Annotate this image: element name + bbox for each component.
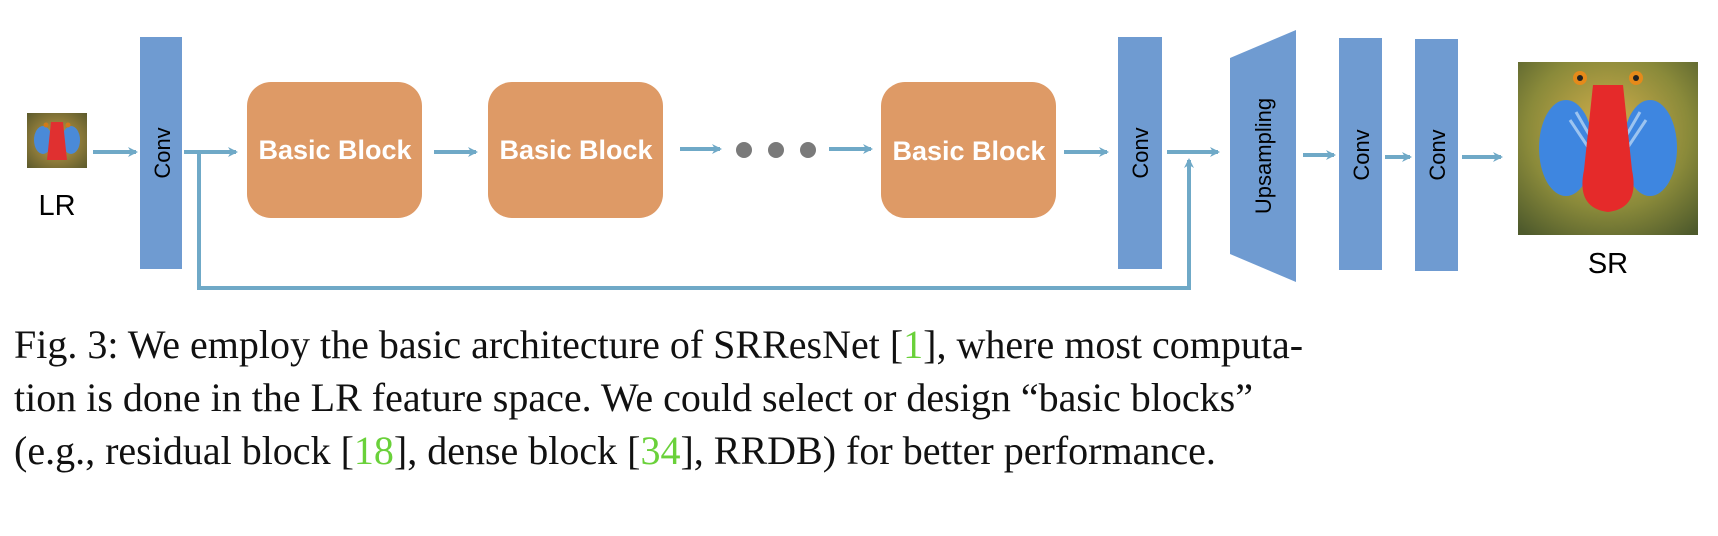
caption-text: ], where most computa-: [923, 322, 1304, 367]
caption-text: (e.g., residual block [: [14, 428, 354, 473]
citation-link[interactable]: 1: [903, 322, 924, 367]
citation-link[interactable]: 18: [353, 428, 394, 473]
caption-line-3: (e.g., residual block [18], dense block …: [14, 424, 1704, 477]
sr-output-image: [1518, 62, 1698, 235]
basic-block: [488, 82, 663, 218]
citation-link[interactable]: 34: [640, 428, 681, 473]
basic-block: [247, 82, 422, 218]
basic-block-label: Basic Block: [892, 136, 1046, 166]
caption-line-2: tion is done in the LR feature space. We…: [14, 375, 1253, 420]
conv-layer: [140, 37, 182, 269]
lr-label: LR: [38, 190, 75, 222]
figure-caption: Fig. 3: We employ the basic architecture…: [14, 318, 1704, 477]
caption-line-1: Fig. 3: We employ the basic architecture…: [14, 318, 1704, 371]
skip-connection: [197, 152, 1194, 290]
conv-layer: [1339, 38, 1382, 270]
sr-label: SR: [1588, 248, 1628, 280]
basic-block-label: Basic Block: [258, 135, 412, 165]
conv-label: Conv: [1425, 129, 1450, 180]
conv-layer: [1415, 39, 1458, 271]
lr-input-image: [27, 113, 87, 168]
conv-layer: [1118, 37, 1162, 269]
conv-label: Conv: [1128, 127, 1153, 178]
basic-block-label: Basic Block: [499, 135, 653, 165]
caption-text: ], RRDB) for better performance.: [680, 428, 1216, 473]
basic-block: [881, 82, 1056, 218]
upsampling-layer: [1230, 30, 1296, 282]
caption-text: Fig. 3: We employ the basic architecture…: [14, 322, 904, 367]
upsampling-label: Upsampling: [1251, 98, 1276, 214]
conv-label: Conv: [150, 127, 175, 178]
conv-label: Conv: [1349, 129, 1374, 180]
ellipsis-dots-icon: [736, 142, 816, 158]
caption-text: ], dense block [: [393, 428, 641, 473]
architecture-diagram: LR Conv Basic Block Basic Block Basic Bl…: [27, 30, 1698, 290]
